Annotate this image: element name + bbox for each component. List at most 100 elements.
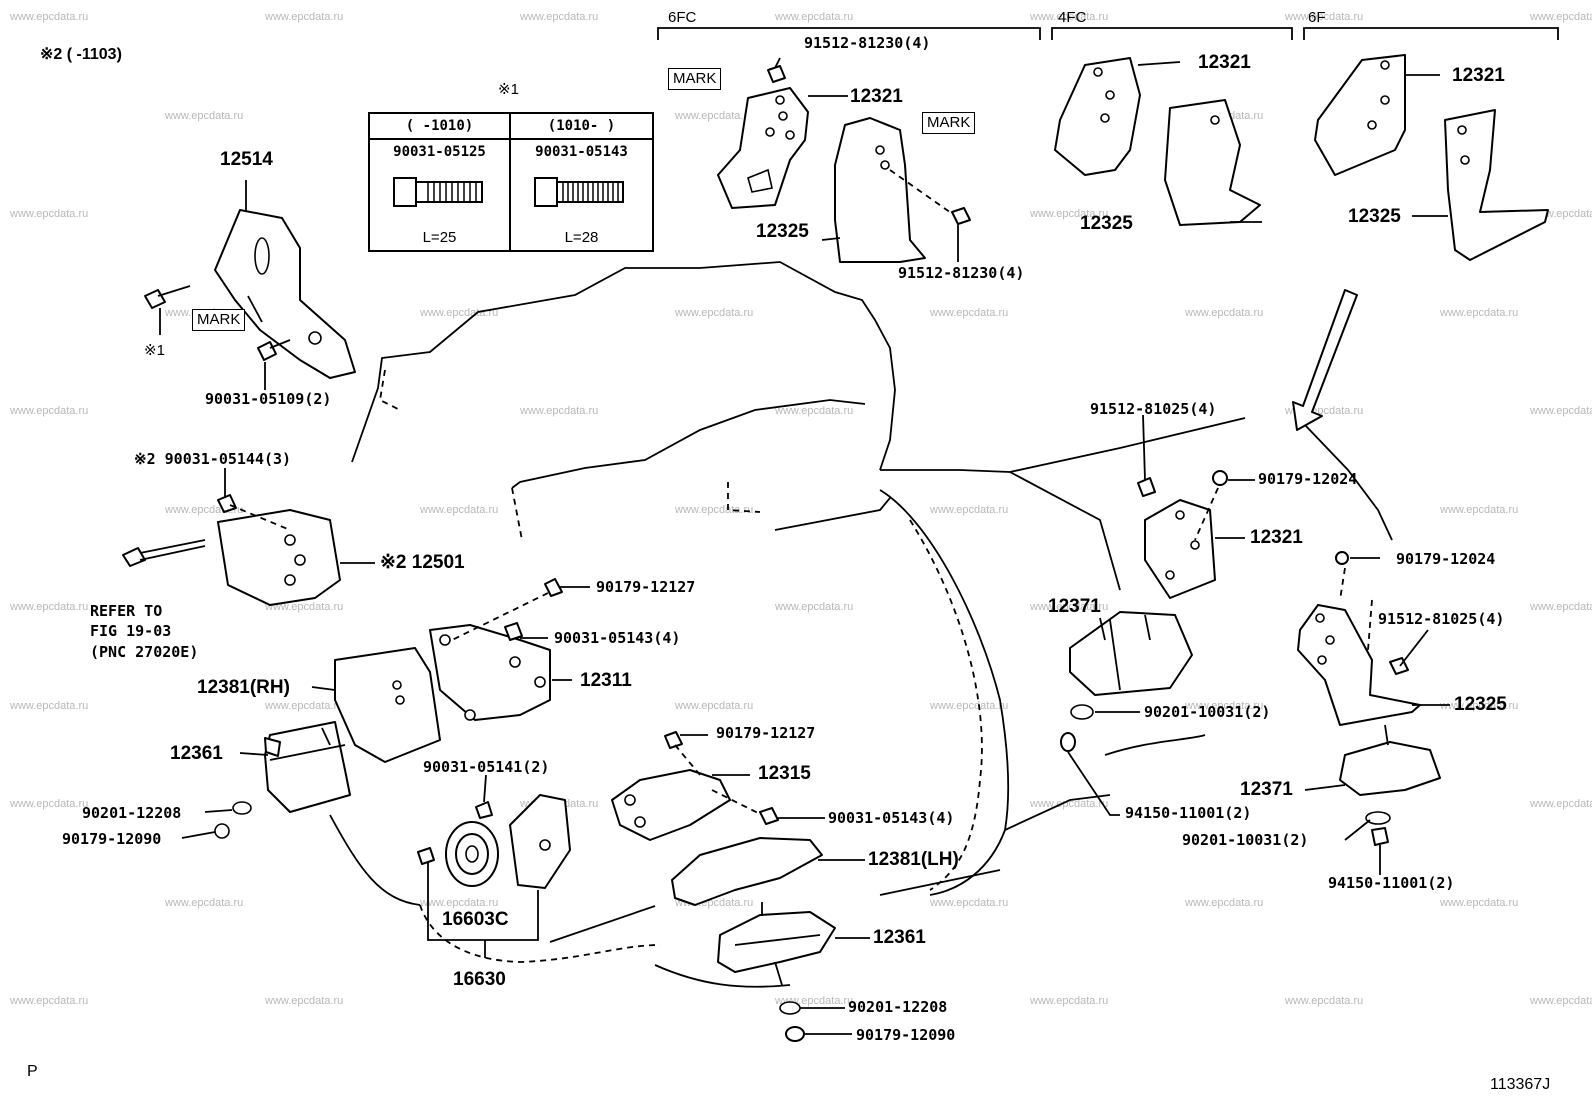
variant-label-6f: 6F [1308, 9, 1326, 26]
watermark: www.epcdata.ru [165, 897, 244, 909]
label-90031-05143: 90031-05143(4) [828, 809, 955, 827]
watermark: www.epcdata.ru [675, 110, 754, 122]
label-90031-05109: 90031-05109(2) [205, 390, 332, 408]
label-90179-12127: 90179-12127 [716, 724, 816, 742]
table-note-ref: ※1 [498, 81, 519, 98]
part-4fc-brackets [1054, 57, 1261, 226]
watermark: www.epcdata.ru [930, 307, 1009, 319]
diagram-number: 113367J [1490, 1076, 1551, 1093]
label-90031-05143: 90031-05143(4) [554, 629, 681, 647]
watermark: www.epcdata.ru [420, 897, 499, 909]
watermark: www.epcdata.ru [1185, 307, 1264, 319]
watermark: www.epcdata.ru [675, 700, 754, 712]
watermark: www.epcdata.ru [265, 601, 344, 613]
watermark: www.epcdata.ru [1185, 700, 1264, 712]
watermark: www.epcdata.ru [1440, 307, 1519, 319]
part-12361-insulator-left [214, 721, 351, 839]
bolt-length: L=25 [422, 229, 457, 246]
part-right-mount-brackets [1060, 414, 1441, 846]
watermark: www.epcdata.ru [265, 700, 344, 712]
label-90179-12090: 90179-12090 [62, 830, 162, 848]
label-12321: 12321 [1452, 65, 1505, 86]
variant-label-6fc: 6FC [668, 9, 697, 26]
bolt-table-col: ( -1010) 90031-05125 L=25 [370, 114, 511, 250]
label-90179-12127: 90179-12127 [596, 578, 696, 596]
label-12321: 12321 [1198, 52, 1251, 73]
bolt-table-header: (1010- ) [511, 114, 652, 140]
label-12361: 12361 [873, 927, 926, 948]
mark-label: MARK [668, 68, 722, 90]
watermark: www.epcdata.ru [10, 995, 89, 1007]
watermark: www.epcdata.ru [1530, 11, 1592, 23]
label-12361: 12361 [170, 743, 223, 764]
watermark: www.epcdata.ru [520, 11, 599, 23]
watermark: www.epcdata.ru [1185, 897, 1264, 909]
watermark: www.epcdata.ru [1030, 995, 1109, 1007]
hole [392, 680, 402, 690]
watermark: www.epcdata.ru [775, 405, 854, 417]
label-90179-12024: 90179-12024 [1396, 550, 1496, 568]
label-12325: 12325 [1454, 694, 1507, 715]
watermark: www.epcdata.ru [1030, 11, 1109, 23]
label-91512-81025: 91512-81025(4) [1378, 610, 1505, 628]
watermark: www.epcdata.ru [1030, 798, 1109, 810]
label-12381-rh: 12381(RH) [197, 677, 290, 698]
label-12514: 12514 [220, 149, 273, 170]
watermark: www.epcdata.ru [265, 11, 344, 23]
label-90201-12208: 90201-12208 [848, 998, 948, 1016]
watermark: www.epcdata.ru [930, 700, 1009, 712]
label-12315: 12315 [758, 763, 811, 784]
watermark: www.epcdata.ru [775, 601, 854, 613]
watermark: www.epcdata.ru [10, 601, 89, 613]
label-90201-10031: 90201-10031(2) [1182, 831, 1309, 849]
part-12361-insulator-bottom [717, 902, 836, 1042]
header-note: ※2 ( -1103) [40, 46, 122, 63]
part-16603c-idler-pulley [417, 794, 571, 889]
variant-rulers [657, 27, 1559, 40]
watermark: www.epcdata.ru [1530, 995, 1592, 1007]
label-12325: 12325 [1348, 206, 1401, 227]
label-90031-05144: ※2 90031-05144(3) [134, 450, 292, 468]
engine-outline [329, 261, 1393, 988]
bolt-part-number: 90031-05143 [535, 144, 628, 160]
part-12501-bracket [122, 494, 341, 606]
label-94150-11001: 94150-11001(2) [1125, 804, 1252, 822]
bolt-table: ( -1010) 90031-05125 L=25 (1010- ) 90031… [368, 112, 654, 252]
bolt-part-number: 90031-05125 [393, 144, 486, 160]
watermark: www.epcdata.ru [775, 11, 854, 23]
watermark: www.epcdata.ru [1440, 700, 1519, 712]
bolt-length: L=28 [564, 229, 599, 246]
mark-label: MARK [922, 112, 976, 134]
watermark: www.epcdata.ru [420, 307, 499, 319]
bolt-icon [534, 177, 624, 207]
label-90201-10031: 90201-10031(2) [1144, 703, 1271, 721]
bolt-table-col: (1010- ) 90031-05143 L=28 [511, 114, 652, 250]
label-12321: 12321 [850, 86, 903, 107]
label-16630: 16630 [453, 969, 506, 990]
watermark: www.epcdata.ru [10, 700, 89, 712]
label-16603c: 16603C [442, 909, 509, 930]
watermark: www.epcdata.ru [165, 110, 244, 122]
refer-note-line: FIG 19-03 [90, 622, 172, 640]
label-12371: 12371 [1240, 779, 1293, 800]
watermark: www.epcdata.ru [930, 897, 1009, 909]
label-90031-05141: 90031-05141(2) [423, 758, 550, 776]
watermark: www.epcdata.ru [1440, 897, 1519, 909]
leader-lines [159, 57, 1450, 1035]
watermark: www.epcdata.ru [675, 504, 754, 516]
part-12381-lh [671, 837, 823, 906]
watermark: www.epcdata.ru [675, 307, 754, 319]
label-90201-12208: 90201-12208 [82, 804, 182, 822]
watermark: www.epcdata.ru [1530, 798, 1592, 810]
label-12311: 12311 [580, 670, 632, 691]
watermark: www.epcdata.ru [1530, 601, 1592, 613]
watermark: www.epcdata.ru [1030, 208, 1109, 220]
mark-label: MARK [192, 309, 246, 331]
watermark: www.epcdata.ru [265, 995, 344, 1007]
label-12501: ※2 12501 [380, 552, 465, 573]
label-12381-lh: 12381(LH) [868, 849, 959, 870]
label-91512-81230: 91512-81230(4) [804, 34, 931, 52]
label-91512-81025: 91512-81025(4) [1090, 400, 1217, 418]
watermark: www.epcdata.ru [930, 504, 1009, 516]
label-12325: 12325 [1080, 213, 1133, 234]
